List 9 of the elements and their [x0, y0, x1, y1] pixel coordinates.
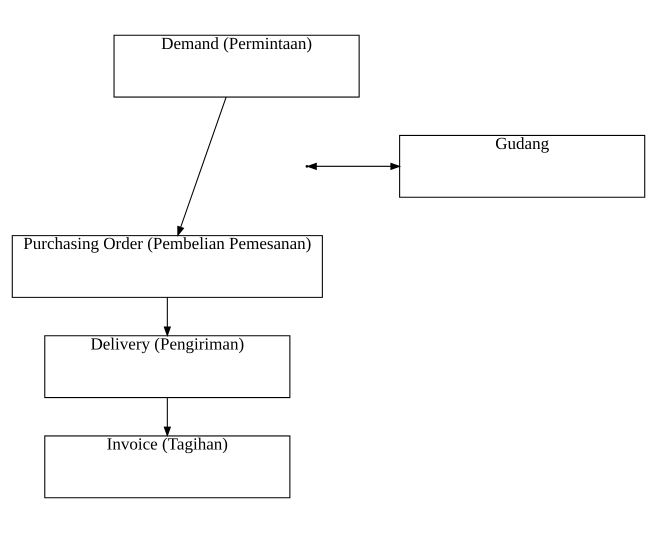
node-box: Purchasing Order (Pembelian Pemesanan) — [12, 235, 323, 298]
arrow — [164, 398, 172, 438]
arrow — [164, 298, 172, 338]
node-box: Gudang — [399, 134, 646, 198]
node-box: Delivery (Pengiriman) — [44, 335, 290, 398]
node-box: Demand (Permintaan) — [114, 34, 360, 98]
node-box: Invoice (Tagihan) — [44, 435, 290, 498]
arrow — [177, 97, 227, 237]
arrow — [306, 162, 402, 170]
